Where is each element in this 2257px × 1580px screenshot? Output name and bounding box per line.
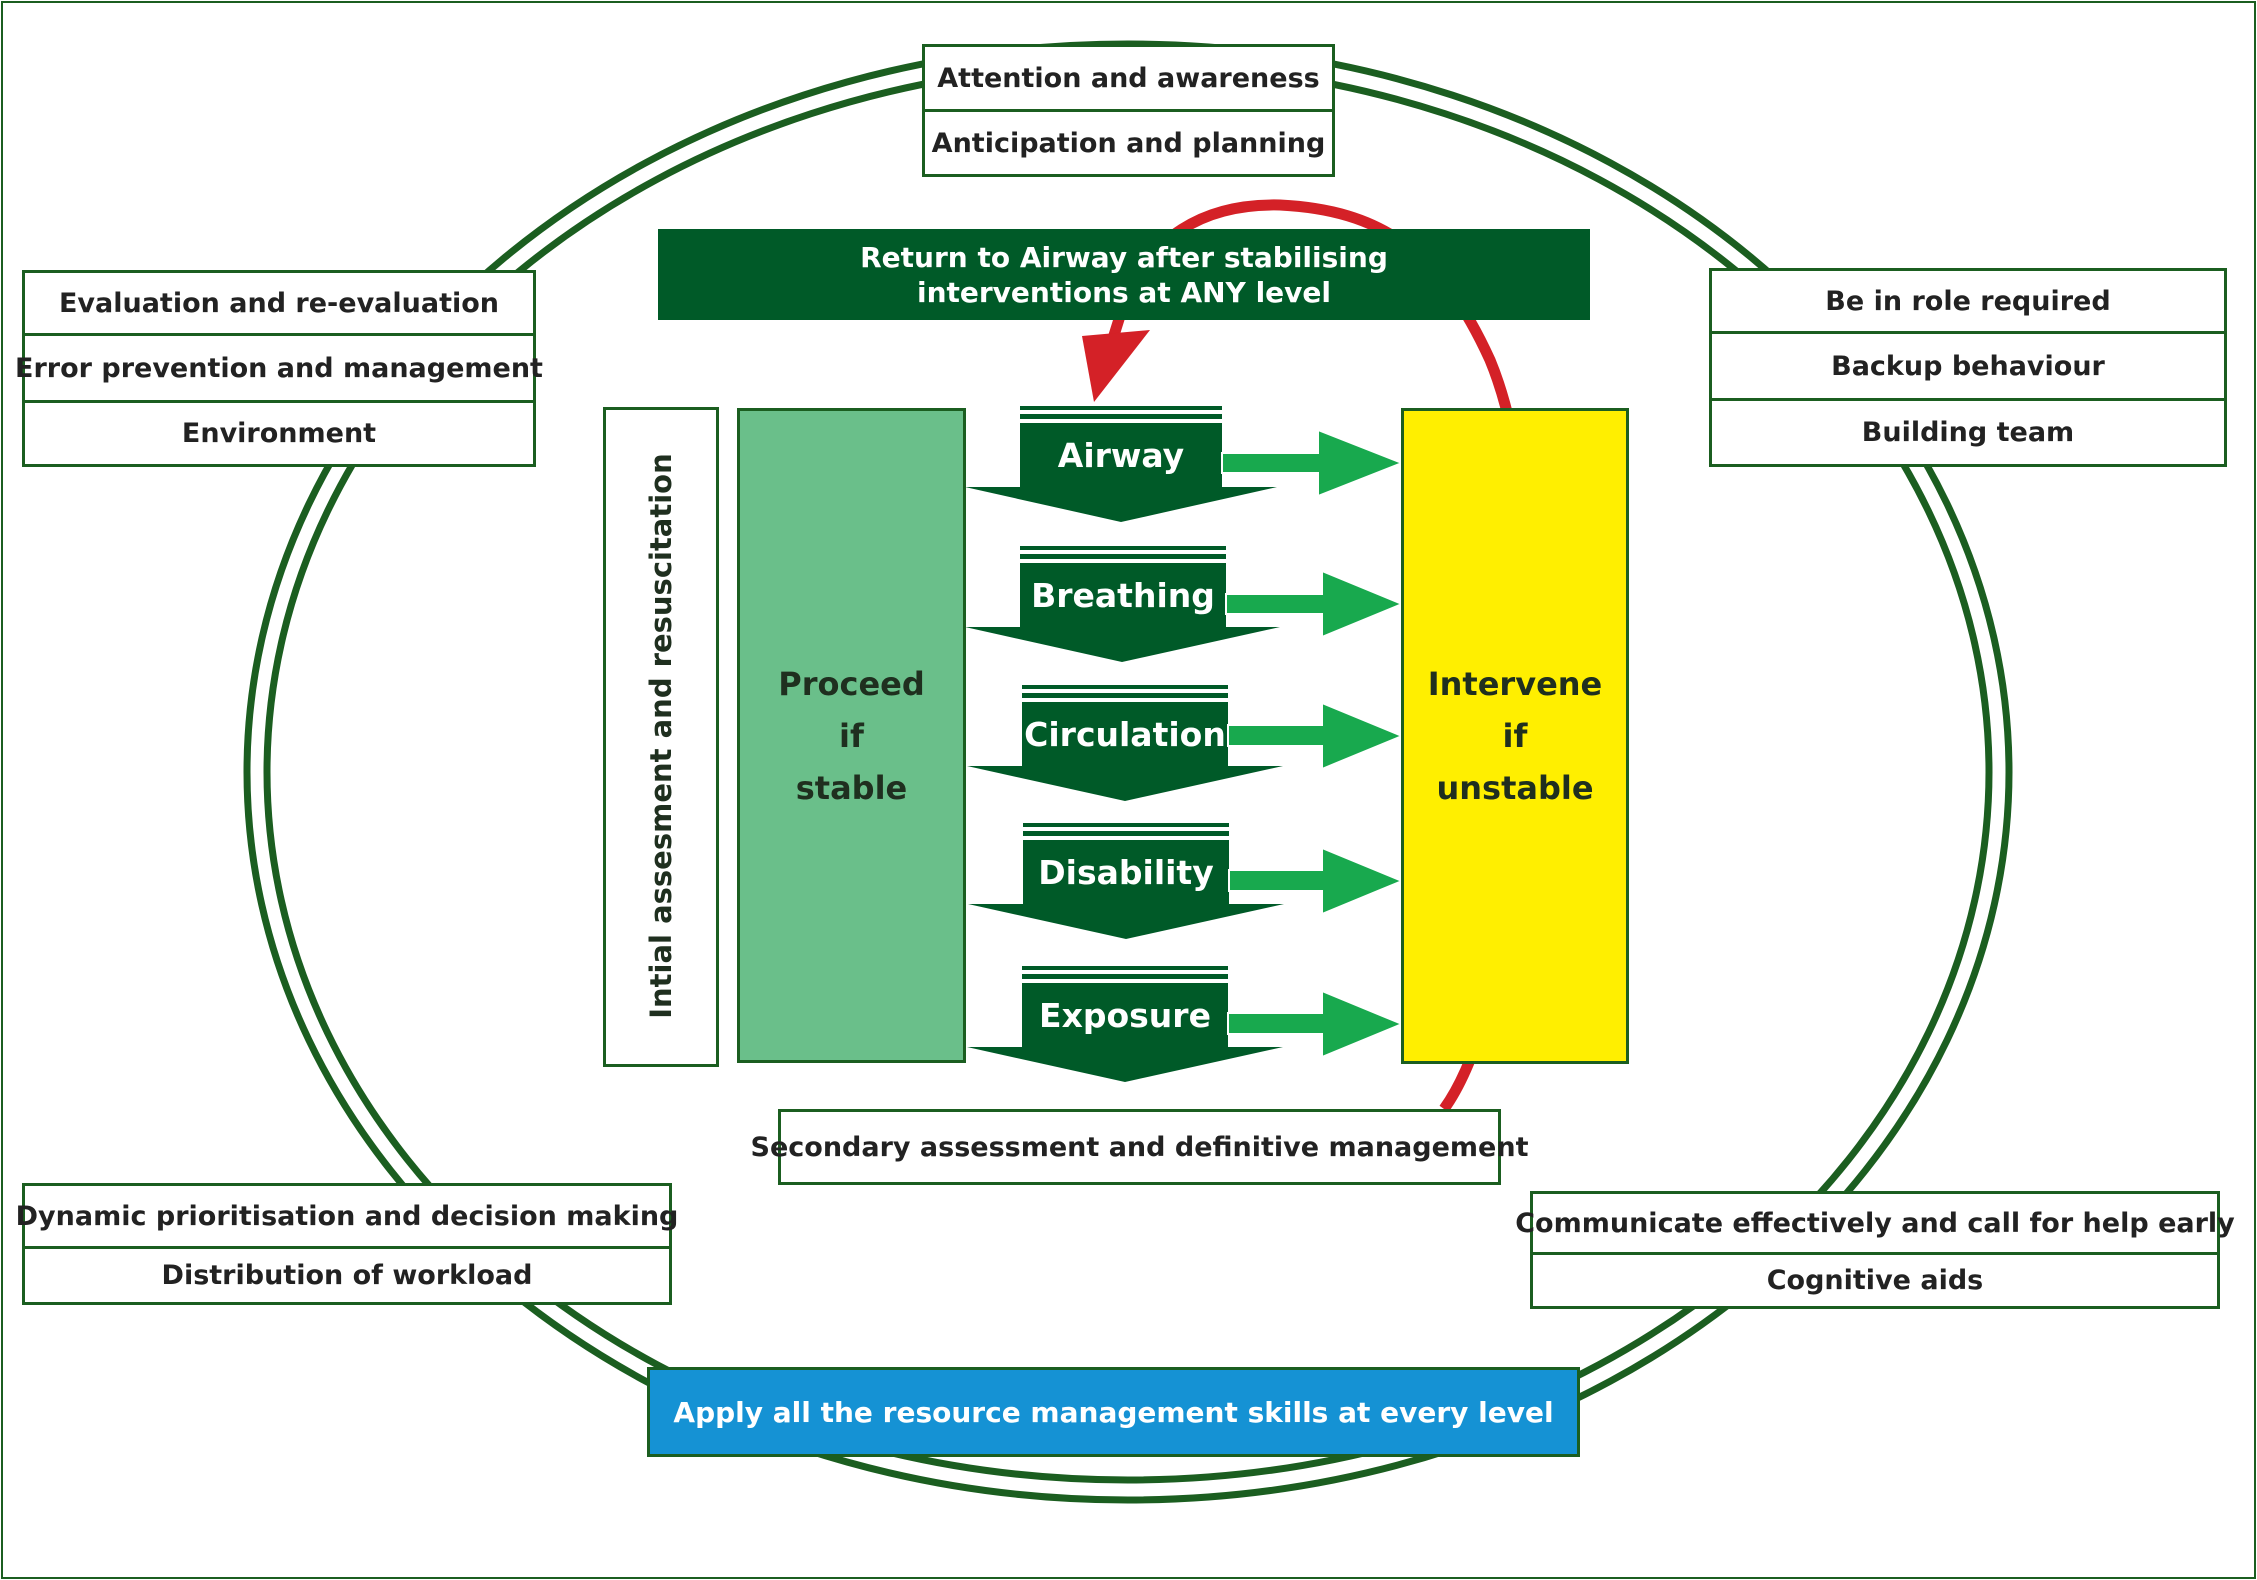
skill-box-communicate: Communicate effectively and call for hel… [1515, 1191, 2235, 1255]
skill-box-backup: Backup behaviour [1709, 331, 2227, 401]
skill-box-building-team: Building team [1709, 398, 2227, 467]
proceed-label: Proceed if stable [737, 408, 966, 1063]
step-arrow-exposure [967, 966, 1405, 1082]
proceed-line-3: stable [795, 768, 908, 807]
step-arrow-circulation [967, 685, 1405, 801]
step-arrow-airway [965, 406, 1405, 522]
intervene-line-2: if [1502, 717, 1528, 755]
skill-box-distribution: Distribution of workload [22, 1246, 672, 1305]
step-arrow-disability [968, 823, 1405, 939]
proceed-line-1: Proceed [778, 664, 925, 703]
intervene-label: Intervene if unstable [1401, 408, 1629, 1064]
skill-box-attention: Attention and awareness [922, 44, 1335, 112]
apply-skills-banner: Apply all the resource management skills… [647, 1367, 1580, 1457]
skill-box-anticipation: Anticipation and planning [922, 109, 1335, 177]
skill-box-evaluation: Evaluation and re-evaluation [22, 270, 536, 336]
step-arrow-breathing [965, 546, 1405, 662]
proceed-if-stable-panel [737, 408, 966, 1063]
skill-box-cognitive-aids: Cognitive aids [1530, 1252, 2220, 1309]
return-banner-line-1: Return to Airway after stabilising [860, 240, 1388, 274]
skill-box-error-prevention: Error prevention and management [15, 333, 543, 403]
step-label-circulation: Circulation [1024, 714, 1226, 754]
step-label-breathing: Breathing [1031, 575, 1215, 615]
proceed-line-2: if [839, 716, 864, 755]
secondary-assessment-box: Secondary assessment and definitive mana… [751, 1109, 1528, 1185]
initial-assessment-box [603, 407, 719, 1067]
step-label-exposure: Exposure [1039, 995, 1211, 1035]
skill-box-environment: Environment [22, 400, 536, 467]
skill-box-role: Be in role required [1709, 268, 2227, 334]
return-banner-line-2: interventions at ANY level [916, 275, 1332, 309]
intervene-if-unstable-panel [1401, 408, 1629, 1064]
intervene-line-1: Intervene [1427, 665, 1603, 703]
return-to-airway-banner: Return to Airway after stabilising inter… [658, 229, 1590, 320]
initial-assessment-label: Intial assesment and resuscitation [644, 453, 678, 1019]
intervene-line-3: unstable [1436, 769, 1594, 807]
step-label-disability: Disability [1038, 852, 1214, 892]
step-label-airway: Airway [1057, 435, 1185, 475]
skill-box-dynamic-prioritisation: Dynamic prioritisation and decision maki… [16, 1183, 678, 1249]
